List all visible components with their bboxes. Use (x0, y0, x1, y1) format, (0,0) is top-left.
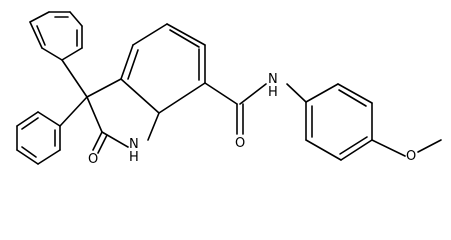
fused-benzene-ring (120, 23, 206, 114)
phenyl-ring-bottom (16, 111, 61, 165)
methoxyphenyl-ring (305, 83, 373, 161)
phenyl-ring-top (29, 11, 83, 61)
quaternary-carbon-bonds (59, 59, 122, 133)
o-methoxy-label: O (406, 149, 416, 164)
lactam-ring (101, 78, 160, 148)
o-carbonyl-lactam-label: O (88, 152, 98, 167)
amide-linkage (204, 82, 307, 135)
lactam-carbonyl (92, 131, 108, 154)
methoxy-group (371, 139, 442, 157)
o-carbonyl-amide-label: O (235, 136, 245, 151)
